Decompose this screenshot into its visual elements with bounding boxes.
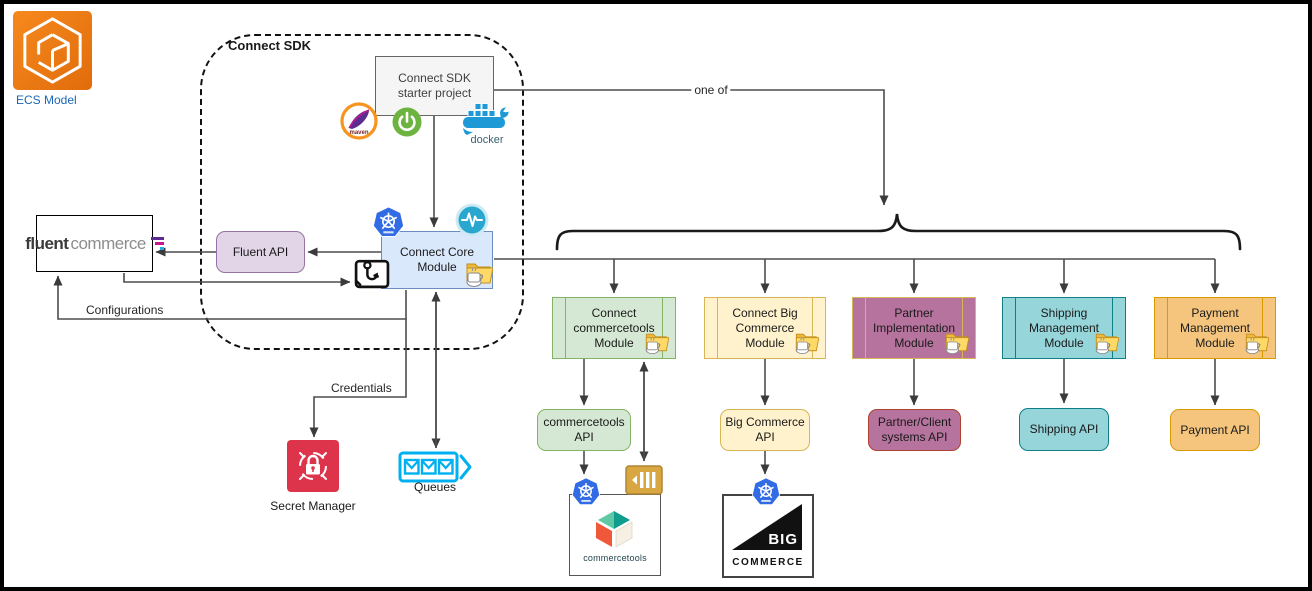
module-payment: Payment Management Module <box>1154 297 1276 359</box>
bigcommerce-triangle-icon: BIG <box>732 504 802 550</box>
api-shipping: Shipping API <box>1019 408 1109 451</box>
fluentcommerce-word1: fluent <box>25 233 69 253</box>
secret-manager-label: Secret Manager <box>270 499 356 513</box>
edge-one-of <box>494 89 889 206</box>
credentials-label: Credentials <box>331 381 392 395</box>
ecs-label: ECS Model <box>16 93 77 107</box>
fluentcommerce-word2: commerce <box>70 233 146 253</box>
commercetools-logo-box: commercetools <box>569 494 661 576</box>
ecs-icon <box>13 11 92 90</box>
api-partner: Partner/Client systems API <box>868 409 961 451</box>
api-payment-label: Payment API <box>1180 422 1250 437</box>
module-bigcommerce: Connect Big Commerce Module <box>704 297 826 359</box>
webhook-icon <box>353 256 390 291</box>
starter-project-label: Connect SDK starter project <box>397 71 472 100</box>
commercetools-logo-icon <box>582 509 646 551</box>
fluent-api-label: Fluent API <box>232 244 289 259</box>
connect-sdk-title: Connect SDK <box>228 38 312 53</box>
one-of-label: one of <box>691 83 731 97</box>
java-package-icon <box>941 329 969 355</box>
module-commercetools: Connect commercetools Module <box>552 297 676 359</box>
api-shipping-label: Shipping API <box>1029 422 1099 436</box>
queues-label: Queues <box>413 480 457 494</box>
docker-icon <box>461 99 513 145</box>
bigcommerce-commerce-text: COMMERCE <box>732 557 804 568</box>
module-shipping-label: Shipping Management Module <box>1028 305 1100 350</box>
java-package-icon <box>1241 329 1269 355</box>
api-commercetools-label: commercetools API <box>543 415 625 444</box>
queues-icon <box>398 451 472 483</box>
commercetools-logo-text: commercetools <box>583 553 647 563</box>
module-shipping: Shipping Management Module <box>1002 297 1126 359</box>
connect-core-module-label: Connect Core Module <box>399 245 475 274</box>
java-package-icon <box>791 329 819 355</box>
starter-project-box: Connect SDK starter project <box>375 56 494 116</box>
module-partner-label: Partner Implementation Module <box>872 305 956 350</box>
java-package-icon <box>1091 329 1119 355</box>
module-partner: Partner Implementation Module <box>852 297 976 359</box>
configurations-label: Configurations <box>86 303 164 317</box>
api-partner-label: Partner/Client systems API <box>877 415 952 444</box>
maven-icon <box>340 102 378 140</box>
module-commercetools-label: Connect commercetools Module <box>573 305 655 350</box>
fluentcommerce-mark-icon <box>150 237 164 250</box>
kubernetes-icon <box>571 477 601 507</box>
api-commercetools: commercetools API <box>537 409 631 451</box>
health-pulse-icon <box>455 203 489 237</box>
module-bigcommerce-label: Connect Big Commerce Module <box>732 305 798 350</box>
java-package-icon <box>461 258 493 288</box>
api-payment: Payment API <box>1170 409 1260 451</box>
bigcommerce-big-text: BIG <box>768 531 798 548</box>
brace-one-of <box>555 213 1242 251</box>
spring-boot-icon <box>392 107 422 137</box>
java-package-icon <box>641 329 669 355</box>
api-bigcommerce-label: Big Commerce API <box>725 415 805 444</box>
gold-queue-icon <box>625 465 663 495</box>
secret-manager-icon <box>287 440 339 492</box>
kubernetes-icon <box>372 206 405 239</box>
kubernetes-icon <box>751 477 781 507</box>
fluent-api-box: Fluent API <box>216 231 305 273</box>
api-bigcommerce: Big Commerce API <box>720 409 810 451</box>
module-payment-label: Payment Management Module <box>1179 305 1251 350</box>
